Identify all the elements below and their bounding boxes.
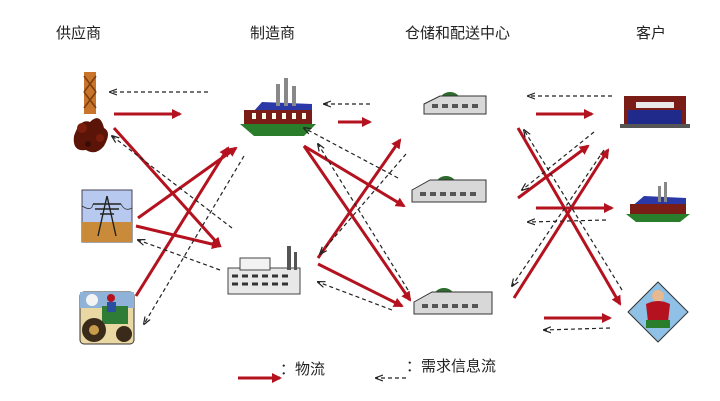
information-flow-arrow xyxy=(544,328,611,330)
information-flow-arrow xyxy=(528,220,607,222)
material-flow-arrow xyxy=(134,146,230,297)
farmer-tractor-icon xyxy=(79,291,135,345)
material-flow-arrow xyxy=(316,138,402,259)
column-title-suppliers: 供应商 xyxy=(56,24,102,42)
material-flow-arrow xyxy=(517,144,590,200)
information-flow-arrow xyxy=(320,153,407,254)
factory-color-icon xyxy=(240,78,316,136)
person-icon xyxy=(627,281,689,343)
information-flow-arrow xyxy=(512,149,605,286)
warehouse-icon xyxy=(413,288,493,315)
power-tower-icon xyxy=(81,189,133,243)
material-flow-arrow xyxy=(303,144,406,208)
material-flow-arrow xyxy=(112,126,222,248)
legend-information-flow-label: ：需求信息流 xyxy=(406,357,497,375)
column-title-manufacturers: 制造商 xyxy=(250,24,296,42)
column-title-customers: 客户 xyxy=(636,24,667,42)
factory-gray-icon xyxy=(227,246,301,295)
material-flow-arrow xyxy=(135,224,222,250)
material-flow-arrow xyxy=(317,262,404,308)
legend-material-flow-label: ：物流 xyxy=(280,360,326,378)
store-icon xyxy=(620,96,690,128)
material-flow-arrow xyxy=(302,145,412,302)
oil-well-icon xyxy=(73,72,108,153)
information-flow-arrow xyxy=(318,282,393,311)
factory-small-icon xyxy=(626,182,690,222)
information-flow-arrow xyxy=(524,130,623,291)
information-flow-arrow xyxy=(318,144,409,291)
material-flow-arrow xyxy=(516,127,622,306)
information-flow-arrow xyxy=(112,136,233,229)
material-flow-arrows xyxy=(112,109,622,323)
information-flow-arrows xyxy=(110,92,623,330)
material-flow-arrow xyxy=(512,148,610,299)
information-flow-arrow xyxy=(522,131,595,190)
warehouse-icon xyxy=(423,92,487,115)
information-flow-arrow xyxy=(144,155,245,324)
warehouse-icon xyxy=(411,176,487,203)
column-title-warehouses: 仓储和配送中心 xyxy=(405,24,511,42)
information-flow-arrow xyxy=(138,240,221,271)
information-flow-arrow xyxy=(304,128,399,179)
